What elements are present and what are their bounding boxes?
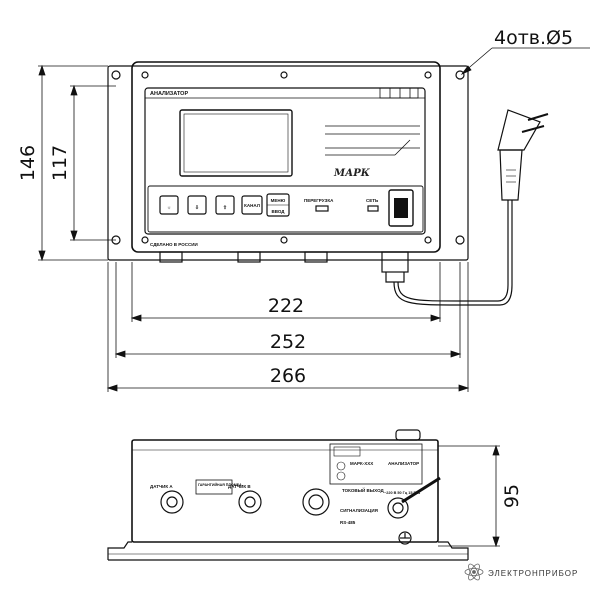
enter-label: ВВОД xyxy=(271,209,285,214)
overload-led xyxy=(315,205,329,212)
front-view xyxy=(107,61,469,283)
mount-hole-icon xyxy=(111,70,121,80)
dim-117: 117 xyxy=(49,145,71,181)
side-enclosure xyxy=(131,439,439,543)
mount-hole-icon xyxy=(455,235,465,245)
rs485-label: RS-485 xyxy=(340,520,356,525)
mounting-plate xyxy=(107,65,469,261)
gland-cap xyxy=(395,429,421,441)
dim-146: 146 xyxy=(17,145,39,181)
connector xyxy=(237,251,261,263)
dim-266: 266 xyxy=(270,365,306,387)
connector xyxy=(159,251,183,263)
made-in-label: СДЕЛАНО В РОССИИ xyxy=(150,242,198,247)
screw-icon xyxy=(424,71,432,79)
dim-252: 252 xyxy=(270,331,306,353)
manufacturer-logo-icon xyxy=(379,87,419,99)
cable-gland xyxy=(381,251,409,273)
mount-hole-icon xyxy=(455,70,465,80)
sensor-b-connector xyxy=(238,490,262,514)
signaling-label: СИГНАЛИЗАЦИЯ xyxy=(340,508,378,513)
power-rating-label: ~220 В 50 Гц 15 В·А xyxy=(384,491,421,495)
front-panel-labels: АНАЛИЗАТОР МАРК СДЕЛАНО В РОССИИ ПЕРЕГРУ… xyxy=(150,87,419,247)
holes-note: 4отв.Ø5 xyxy=(494,27,573,49)
side-view xyxy=(107,429,469,561)
btn-backlight[interactable] xyxy=(159,195,179,215)
warranty-label: ГАРАНТИЙНАЯ ПЛОМБА xyxy=(198,483,242,487)
btn-up[interactable] xyxy=(215,195,235,215)
btn-channel[interactable] xyxy=(241,195,263,215)
arrow-up-icon: ⇧ xyxy=(223,205,227,211)
power-switch[interactable] xyxy=(388,189,414,227)
overload-label: ПЕРЕГРУЗКА xyxy=(304,198,334,203)
sensor-a-label: ДАТЧИК А xyxy=(150,484,173,489)
sensor-b-label: ДАТЧИК В xyxy=(228,484,251,489)
ground-icon xyxy=(398,531,412,545)
power-led xyxy=(367,205,379,212)
btn-down[interactable] xyxy=(187,195,207,215)
menu-label: МЕНЮ xyxy=(271,198,286,203)
sensor-a-connector xyxy=(160,490,184,514)
keypad-band xyxy=(147,185,424,233)
dim-95: 95 xyxy=(501,484,523,508)
backlight-icon: ☼ xyxy=(167,205,172,211)
atom-icon xyxy=(464,563,484,581)
display-window xyxy=(179,109,293,177)
plug-icon xyxy=(499,149,523,201)
current-output-label: ТОКОВЫЙ ВЫХОД xyxy=(342,486,385,493)
arrow-down-icon: ⇩ xyxy=(195,205,199,211)
screw-icon xyxy=(424,236,432,244)
plate-type: АНАЛИЗАТОР xyxy=(388,461,419,466)
dimension-lines xyxy=(38,47,590,548)
plate-model: МАРК-ХХХ xyxy=(350,461,373,466)
screw-icon xyxy=(141,236,149,244)
connector xyxy=(304,251,328,263)
power-cord xyxy=(393,109,549,306)
brand-mark: МАРК xyxy=(333,168,371,179)
screw-icon xyxy=(280,236,288,244)
screw-icon xyxy=(280,71,288,79)
channel-label: КАНАЛ xyxy=(244,203,260,208)
screw-icon xyxy=(141,71,149,79)
enclosure xyxy=(131,61,441,253)
nameplate xyxy=(329,443,423,485)
power-gland xyxy=(387,497,409,519)
dimension-labels: 222 252 266 146 117 95 4отв.Ø5 xyxy=(17,27,573,508)
company-logo: ЭЛЕКТРОНПРИБОР xyxy=(464,563,578,581)
panel-title: АНАЛИЗАТОР xyxy=(150,91,188,97)
side-panel-labels: ДАТЧИК А ГАРАНТИЙНАЯ ПЛОМБА ДАТЧИК В ТОК… xyxy=(150,461,421,525)
company-name: ЭЛЕКТРОНПРИБОР xyxy=(488,569,578,578)
dim-222: 222 xyxy=(268,295,304,317)
front-panel xyxy=(144,87,426,235)
power-label: СЕТЬ xyxy=(366,198,379,203)
current-output-connector xyxy=(302,488,330,516)
warranty-seal xyxy=(195,479,233,495)
